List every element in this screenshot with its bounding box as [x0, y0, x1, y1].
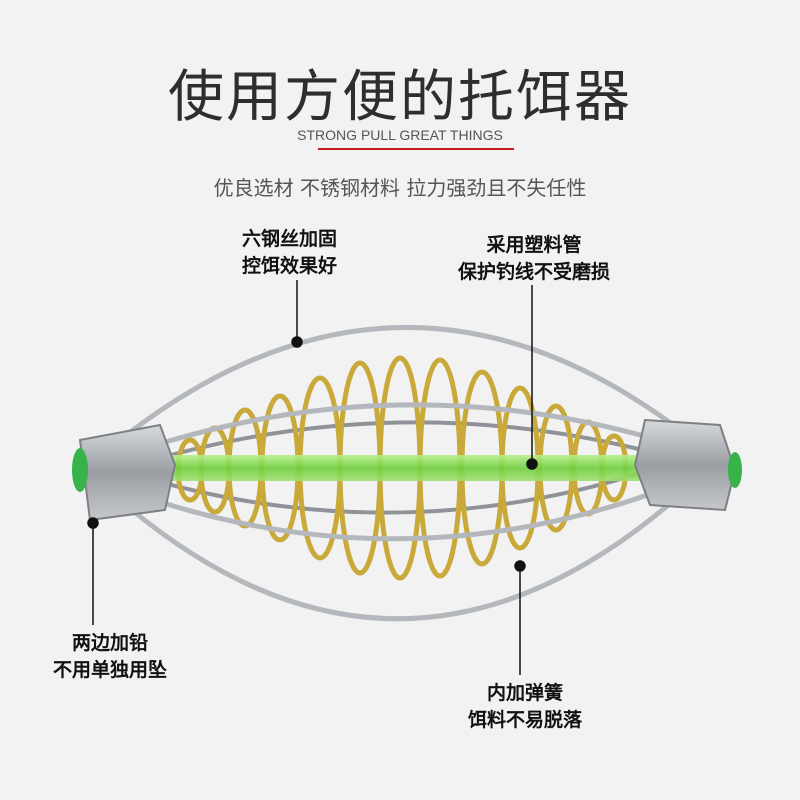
callout-spring-line2: 饵料不易脱落	[467, 709, 582, 731]
subtitle-underline	[318, 148, 514, 150]
tagline: 优良选材 不锈钢材料 拉力强劲且不失任性	[213, 176, 587, 200]
steel-wires-front	[118, 325, 682, 622]
page-title: 使用方便的托饵器	[168, 65, 632, 130]
callout-lines	[87, 280, 538, 675]
callout-steel-wire: 六钢丝加固 控饵效果好	[242, 226, 337, 280]
callout-steel-wire-line2: 控饵效果好	[242, 255, 338, 277]
callout-plastic-tube-line2: 保护钓线不受磨损	[457, 261, 610, 283]
plastic-tube	[150, 455, 650, 481]
callout-lead-ends-line2: 不用单独用坠	[52, 659, 167, 681]
callout-lead-ends-line1: 两边加铅	[71, 632, 148, 654]
page-subtitle: STRONG PULL GREAT THINGS	[297, 127, 503, 143]
callout-spring: 内加弹簧 饵料不易脱落	[450, 680, 600, 734]
lead-weight-right	[633, 418, 742, 512]
callout-plastic-tube-line1: 采用塑料管	[486, 234, 582, 256]
lead-weight-left	[72, 423, 177, 522]
callout-steel-wire-line1: 六钢丝加固	[242, 228, 338, 250]
callout-lead-ends: 两边加铅 不用单独用坠	[40, 630, 180, 684]
callout-plastic-tube: 采用塑料管 保护钓线不受磨损	[452, 232, 616, 286]
callout-spring-line1: 内加弹簧	[486, 682, 563, 704]
